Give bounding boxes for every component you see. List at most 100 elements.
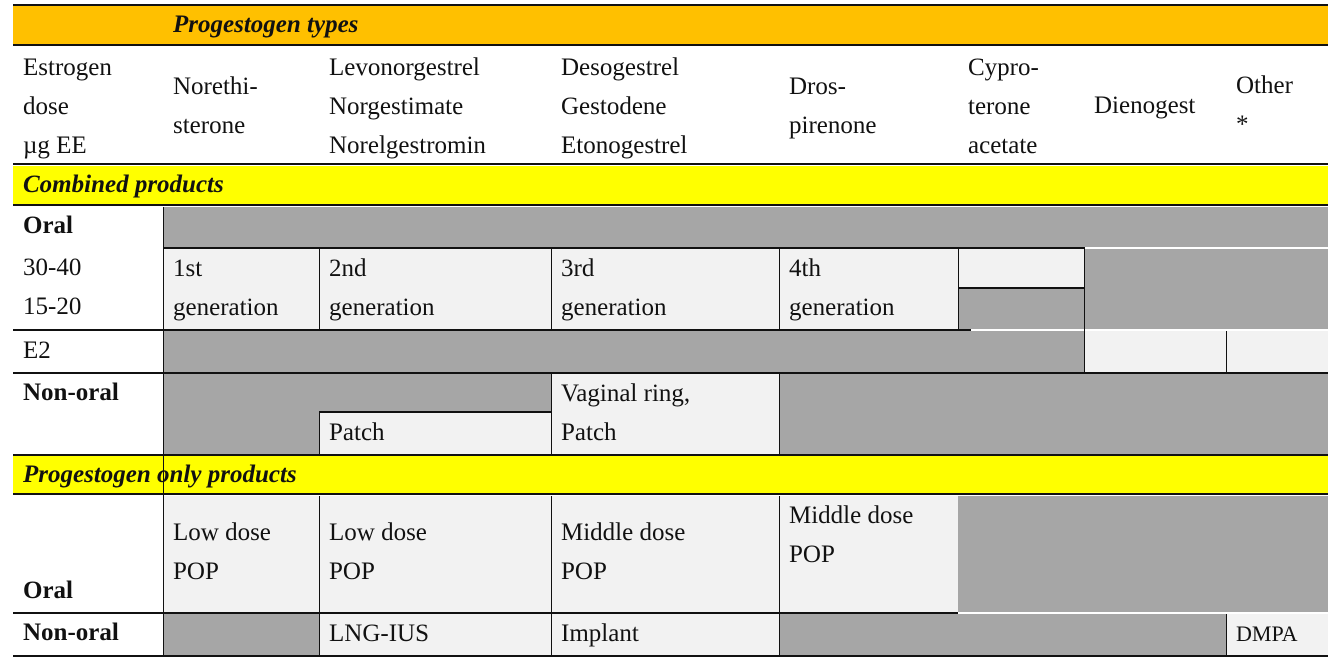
cell-line: POP xyxy=(789,541,835,568)
low-dose-pop-1: Low dose POP xyxy=(163,496,319,612)
progestogen-types-header: Progestogen types xyxy=(13,6,1328,44)
table-rule xyxy=(13,493,1328,495)
cell-line: generation xyxy=(329,294,435,321)
table-rule xyxy=(13,372,1328,374)
header-line: dose xyxy=(23,93,69,120)
cell-divider xyxy=(1226,614,1227,655)
cell-divider xyxy=(319,413,320,454)
header-line: Norgestimate xyxy=(329,93,464,120)
drospirenone-header: Dros- pirenone xyxy=(779,67,958,147)
header-line: acetate xyxy=(968,132,1038,159)
cell-line: generation xyxy=(173,294,279,321)
grey-fill xyxy=(163,331,1084,372)
dienogest-e2-cell xyxy=(1084,331,1226,372)
vaginal-ring-cell: Vaginal ring, Patch xyxy=(551,374,779,454)
dienogest-header: Dienogest xyxy=(1094,92,1196,119)
table-rule xyxy=(13,44,1328,46)
header-line: pirenone xyxy=(789,112,877,139)
cell-divider xyxy=(779,496,780,655)
table-rule xyxy=(13,204,1328,206)
cell-divider xyxy=(319,249,320,329)
cell-line: generation xyxy=(561,294,667,321)
header-line: Dros- xyxy=(789,73,846,100)
cell-line: generation xyxy=(789,294,895,321)
patch-cell: Patch xyxy=(319,413,551,454)
cell-divider xyxy=(551,374,552,454)
header-line: Other xyxy=(1236,72,1293,99)
header-line: Levonorgestrel xyxy=(329,54,480,81)
header-line: * xyxy=(1236,111,1249,138)
cell-line: 4th xyxy=(789,255,821,282)
table-rule xyxy=(319,411,551,413)
grey-fill xyxy=(958,288,1084,329)
e2-label: E2 xyxy=(23,337,51,364)
header-line: Estrogen xyxy=(23,54,112,81)
grey-fill xyxy=(779,614,1226,655)
grey-fill xyxy=(779,374,1328,454)
grey-fill xyxy=(319,374,551,412)
header-line: sterone xyxy=(173,112,246,139)
cell-divider xyxy=(551,249,552,329)
levonorgestrel-header: Levonorgestrel Norgestimate Norelgestrom… xyxy=(319,48,551,162)
header-line: Cypro- xyxy=(968,54,1039,81)
header-line: Gestodene xyxy=(561,93,667,120)
cell-divider xyxy=(779,374,780,454)
other-e2-cell xyxy=(1226,331,1328,372)
cell-divider xyxy=(958,249,959,329)
combined-non-oral-label: Non-oral xyxy=(23,379,119,406)
cyproterone-combined-cell xyxy=(958,249,1084,287)
table-rule xyxy=(13,329,971,331)
cell-divider xyxy=(779,249,780,329)
cell-line: POP xyxy=(561,558,607,585)
combined-products-section: Combined products xyxy=(13,166,1328,204)
lng-ius-cell: LNG-IUS xyxy=(319,614,551,655)
cyproterone-header: Cypro- terone acetate xyxy=(958,48,1084,162)
header-line: terone xyxy=(968,93,1031,120)
pop-non-oral-label: Non-oral xyxy=(23,619,119,646)
desogestrel-header: Desogestrel Gestodene Etonogestrel xyxy=(551,48,779,162)
progestogen-only-section: Progestogen only products xyxy=(13,456,1328,493)
estrogen-dose-header: Estrogen dose µg EE xyxy=(13,48,163,162)
table-top-rule xyxy=(13,4,1328,6)
cell-line: Middle dose xyxy=(561,519,686,546)
cell-divider xyxy=(1084,249,1085,372)
cell-line: Patch xyxy=(561,419,617,446)
cell-line: 3rd xyxy=(561,255,595,282)
other-header: Other * xyxy=(1226,66,1328,146)
gen2-cell: 2nd generation xyxy=(319,249,551,329)
table-rule xyxy=(13,612,958,614)
dose-line: 30-40 xyxy=(23,254,82,281)
grey-fill xyxy=(163,374,319,454)
header-line: Desogestrel xyxy=(561,54,680,81)
cell-line: 1st xyxy=(173,255,203,282)
table-rule xyxy=(163,247,1085,249)
combined-oral-label: Oral xyxy=(23,212,73,239)
gen1-cell: 1st generation xyxy=(163,249,319,329)
cell-line: Vaginal ring, xyxy=(561,380,691,407)
table-bottom-rule xyxy=(13,655,1328,657)
middle-dose-pop-1: Middle dose POP xyxy=(551,496,779,612)
table-rule xyxy=(13,163,1328,165)
cell-divider xyxy=(163,207,164,655)
grey-fill xyxy=(163,614,319,655)
cell-line: Low dose xyxy=(173,519,271,546)
cell-line: POP xyxy=(173,558,219,585)
gen3-cell: 3rd generation xyxy=(551,249,779,329)
cell-line: POP xyxy=(329,558,375,585)
implant-cell: Implant xyxy=(551,614,779,655)
gen4-cell: 4th generation xyxy=(779,249,958,329)
dose-range-label: 30-40 15-20 xyxy=(13,248,163,328)
grey-fill xyxy=(1084,249,1328,329)
low-dose-pop-2: Low dose POP xyxy=(319,496,551,612)
norethisterone-header: Norethi- sterone xyxy=(163,67,319,147)
cell-divider xyxy=(551,496,552,655)
cell-line: 2nd xyxy=(329,255,367,282)
cell-line: Low dose xyxy=(329,519,427,546)
pop-oral-label: Oral xyxy=(23,577,73,604)
cell-divider xyxy=(1226,331,1227,372)
cell-line: Middle dose xyxy=(789,502,914,529)
header-line: Norethi- xyxy=(173,73,258,100)
table-rule xyxy=(13,454,1328,456)
middle-dose-pop-2: Middle dose POP xyxy=(779,496,958,612)
dmpa-cell: DMPA xyxy=(1226,614,1328,655)
